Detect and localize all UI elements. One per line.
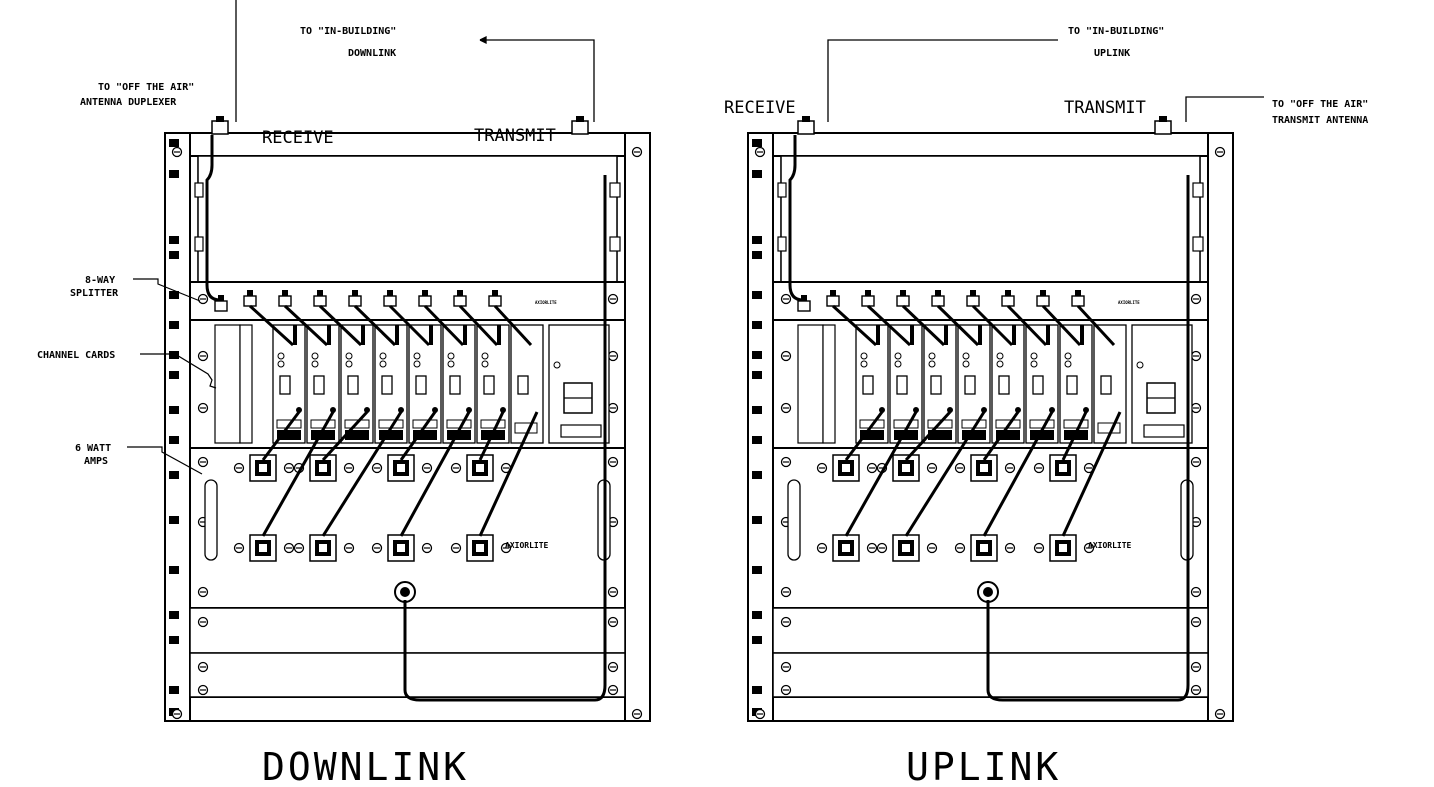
channel-card xyxy=(957,324,991,444)
transmit-port-icon xyxy=(1154,120,1172,135)
splitter-panel: AXIORLITE xyxy=(189,281,626,321)
splitter-brand: AXIORLITE xyxy=(535,300,557,305)
channel-card-shelf xyxy=(189,319,626,449)
channel-card xyxy=(374,324,408,444)
splitter-callout-line2: SPLITTER xyxy=(70,288,119,299)
amp-brand: AXIORLITE xyxy=(505,541,549,550)
rf-connector-icon xyxy=(861,295,875,307)
power-supply-module xyxy=(548,324,610,444)
uplink-receive-note-line1: TO "IN-BUILDING" xyxy=(1068,26,1164,37)
blank-panel xyxy=(772,652,1209,698)
downlink-transmit-label: TRANSMIT xyxy=(474,126,556,146)
rack-post-right xyxy=(624,132,651,722)
rf-connector-icon xyxy=(1071,295,1085,307)
uplink-annotations xyxy=(827,39,1264,122)
downlink-receive-note-line1: TO "OFF THE AIR" xyxy=(98,82,194,93)
callout-leaders xyxy=(127,278,217,475)
receive-port-icon xyxy=(797,120,815,135)
rf-connector-icon xyxy=(1036,295,1050,307)
receive-cable xyxy=(205,135,221,302)
channel-cards-callout: CHANNEL CARDS xyxy=(37,350,115,361)
handle-icon xyxy=(204,479,218,561)
downlink-annotations xyxy=(235,0,595,122)
blank-panel xyxy=(189,652,626,698)
uplink-transmit-note-line1: TO "OFF THE AIR" xyxy=(1272,99,1368,110)
rack-top-bar xyxy=(189,132,626,157)
power-supply-module xyxy=(1131,324,1193,444)
channel-card xyxy=(991,324,1025,444)
downlink-receive-label: RECEIVE xyxy=(262,128,334,148)
uplink-receive-note-line2: UPLINK xyxy=(1094,48,1130,59)
blank-panel xyxy=(189,607,626,654)
amp-connector-icon xyxy=(832,454,860,482)
channel-card-shelf xyxy=(772,319,1209,449)
receive-port-icon xyxy=(211,120,229,135)
rack-post-right xyxy=(1207,132,1234,722)
downlink-transmit-note-line1: TO "IN-BUILDING" xyxy=(300,26,396,37)
uplink-transmit-label: TRANSMIT xyxy=(1064,98,1146,118)
channel-card xyxy=(510,324,544,444)
channel-card xyxy=(1025,324,1059,444)
uplink-title: UPLINK xyxy=(906,745,1061,787)
rf-connector-icon xyxy=(214,300,228,312)
upper-cable-area xyxy=(780,155,1201,283)
rf-connector-icon xyxy=(418,295,432,307)
uplink-transmit-note-line2: TRANSMIT ANTENNA xyxy=(1272,115,1368,126)
rf-connector-icon xyxy=(1001,295,1015,307)
uplink-rack: AXIORLITE AXIORLITE xyxy=(747,116,1234,722)
transmit-port-icon xyxy=(571,120,589,135)
channel-card xyxy=(442,324,476,444)
rf-connector-icon xyxy=(966,295,980,307)
rf-connector-icon xyxy=(453,295,467,307)
rf-connector-icon xyxy=(931,295,945,307)
rf-connector-icon xyxy=(488,295,502,307)
blank-panel xyxy=(772,607,1209,654)
upper-cable-area xyxy=(197,155,618,283)
splitter-panel: AXIORLITE xyxy=(772,281,1209,321)
rf-connector-icon xyxy=(826,295,840,307)
loop-cable xyxy=(986,175,1190,702)
rf-connector-icon xyxy=(313,295,327,307)
downlink-receive-note-line2: ANTENNA DUPLEXER xyxy=(80,97,177,108)
channel-card xyxy=(889,324,923,444)
uplink-receive-label: RECEIVE xyxy=(724,98,796,118)
amplifier-shelf: AXIORLITE xyxy=(772,447,1209,609)
rf-connector-icon xyxy=(278,295,292,307)
receive-cable xyxy=(788,135,804,302)
rack-post-left xyxy=(164,132,191,722)
handle-icon xyxy=(787,479,801,561)
rf-connector-icon xyxy=(797,300,811,312)
splitter-callout-line1: 8-WAY xyxy=(85,275,115,286)
channel-card xyxy=(408,324,442,444)
rf-connector-icon xyxy=(243,295,257,307)
downlink-transmit-note-line2: DOWNLINK xyxy=(348,48,396,59)
downlink-title: DOWNLINK xyxy=(262,745,469,787)
channel-card xyxy=(306,324,340,444)
rack-top-bar xyxy=(772,132,1209,157)
channel-card xyxy=(1093,324,1127,444)
splitter-brand: AXIORLITE xyxy=(1118,300,1140,305)
rf-connector-icon xyxy=(348,295,362,307)
loop-cable xyxy=(403,175,607,702)
amps-callout-line2: AMPS xyxy=(84,456,108,467)
downlink-rack: AXIORLITE AXIORLITE xyxy=(164,116,651,722)
amplifier-shelf: AXIORLITE xyxy=(189,447,626,609)
rf-connector-icon xyxy=(383,295,397,307)
amps-callout-line1: 6 WATT xyxy=(75,443,111,454)
rack-post-left xyxy=(747,132,774,722)
amp-brand: AXIORLITE xyxy=(1088,541,1132,550)
rf-connector-icon xyxy=(896,295,910,307)
